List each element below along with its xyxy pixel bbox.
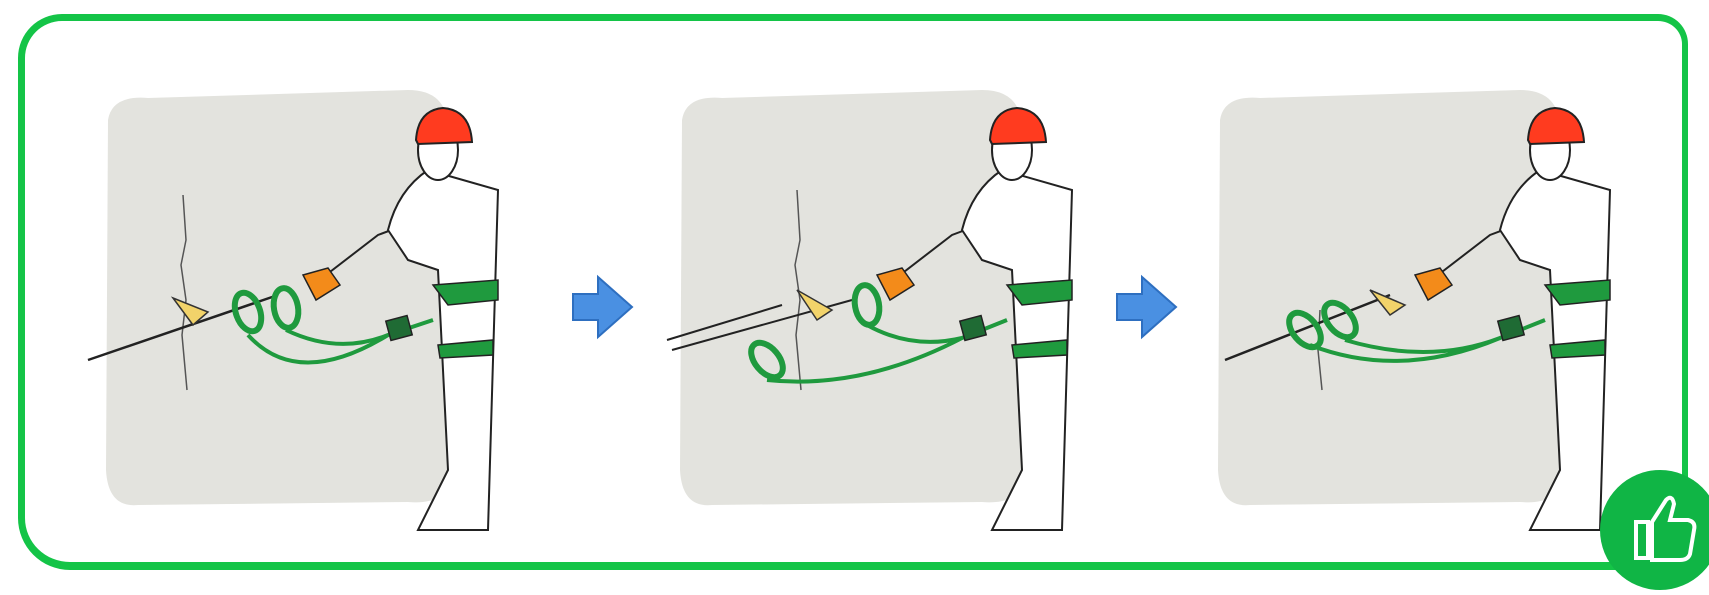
right-arrow-icon: [1112, 272, 1180, 342]
panel-3: [1200, 90, 1650, 530]
panel-1-illustration: [88, 90, 538, 530]
rock-wall: [680, 90, 1022, 505]
panel-1: [88, 90, 538, 530]
right-arrow-icon: [568, 272, 636, 342]
illustration-stage: [0, 0, 1709, 582]
panel-2-illustration: [662, 90, 1112, 530]
panel-2: [662, 90, 1112, 530]
thumbs-up-badge: [1600, 470, 1709, 590]
thumbs-up-icon: [1600, 470, 1709, 590]
panel-3-illustration: [1200, 90, 1650, 530]
